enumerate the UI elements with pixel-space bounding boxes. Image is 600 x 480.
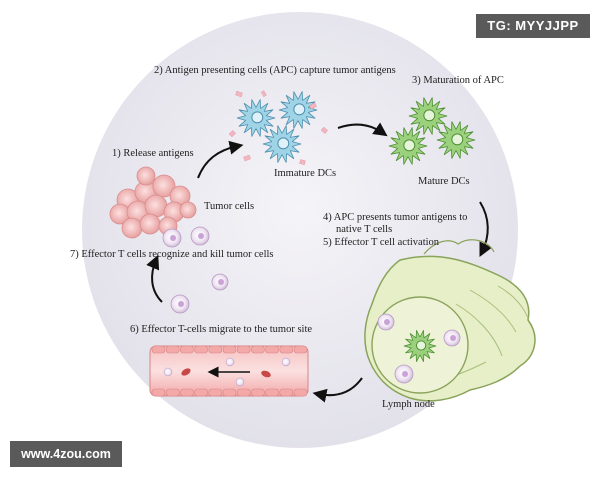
lymph-node-dc-cell bbox=[403, 330, 437, 362]
vessel-wall-cell bbox=[293, 345, 308, 354]
mature-dc-cell bbox=[388, 127, 428, 165]
vessel-wall-cell bbox=[222, 388, 237, 397]
lymph-node-dc bbox=[403, 330, 437, 362]
vessel-wall-cell bbox=[208, 388, 223, 397]
blood-vessel bbox=[149, 345, 309, 397]
vessel-wall-cell bbox=[165, 388, 180, 397]
step-4-label-cont: native T cells bbox=[336, 224, 393, 235]
mature-dc-cell bbox=[408, 97, 448, 135]
mature-dc-cell bbox=[436, 121, 476, 159]
watermark-bottom-left: www.4zou.com bbox=[10, 441, 122, 467]
immature-dcs-label: Immature DCs bbox=[274, 168, 337, 179]
vessel-wall-cell bbox=[194, 345, 208, 354]
vessel-wall-cell bbox=[236, 388, 251, 397]
vessel-wall-cell bbox=[279, 388, 294, 397]
vessel-wall-cell bbox=[236, 345, 251, 354]
vessel-wall-cell bbox=[180, 345, 194, 354]
vessel-wall-cell bbox=[265, 388, 279, 397]
vessel-wall-cell bbox=[165, 345, 180, 354]
tumor-cells-cluster bbox=[109, 166, 197, 239]
vessel-wall-cell bbox=[194, 388, 208, 397]
arrow-mature-to-lymph bbox=[479, 201, 493, 258]
mature-dcs bbox=[388, 97, 476, 165]
vessel-wall-cell bbox=[151, 388, 166, 397]
vessel-wall-cell bbox=[222, 345, 237, 354]
arrow-lymph-to-vessel bbox=[312, 377, 363, 403]
vessel-wall-cell bbox=[279, 345, 294, 354]
arrow-apc-to-mature bbox=[337, 122, 388, 137]
immature-dcs bbox=[236, 91, 318, 163]
vessel-wall-cell bbox=[208, 345, 223, 354]
arrow-tumor-to-apc bbox=[197, 140, 244, 179]
tumor-cells-label: Tumor cells bbox=[204, 201, 255, 212]
vessel-wall-cell bbox=[180, 388, 194, 397]
vessel-wall-cell bbox=[251, 388, 265, 397]
watermark-top-right: TG: MYYJJPP bbox=[476, 14, 590, 38]
immature-dc-cell bbox=[262, 125, 302, 163]
immature-dc-cell bbox=[278, 91, 318, 129]
mature-dcs-label: Mature DCs bbox=[418, 176, 470, 187]
step-1-label: 1) Release antigens bbox=[112, 148, 194, 159]
step-2-label: 2) Antigen presenting cells (APC) captur… bbox=[154, 65, 396, 76]
effector-t-cells-near-tumor bbox=[162, 226, 229, 314]
vessel-wall-cell bbox=[265, 345, 279, 354]
step-3-label: 3) Maturation of APC bbox=[412, 75, 504, 86]
lymph-node-label: Lymph node bbox=[382, 399, 435, 410]
vessel-wall-cell bbox=[293, 388, 308, 397]
step-5-label: 5) Effector T cell activation bbox=[323, 237, 440, 248]
step-4-label: 4) APC presents tumor antigens to bbox=[323, 212, 468, 223]
vessel-wall-cell bbox=[151, 345, 166, 354]
vessel-wall-cell bbox=[251, 345, 265, 354]
antigen-fragments bbox=[228, 90, 328, 166]
immature-dc-cell bbox=[236, 99, 276, 137]
step-6-label: 6) Effector T-cells migrate to the tumor… bbox=[130, 324, 313, 335]
step-7-label: 7) Effector T cells recognize and kill t… bbox=[70, 249, 274, 260]
arrow-vessel-to-tumor bbox=[146, 254, 163, 303]
